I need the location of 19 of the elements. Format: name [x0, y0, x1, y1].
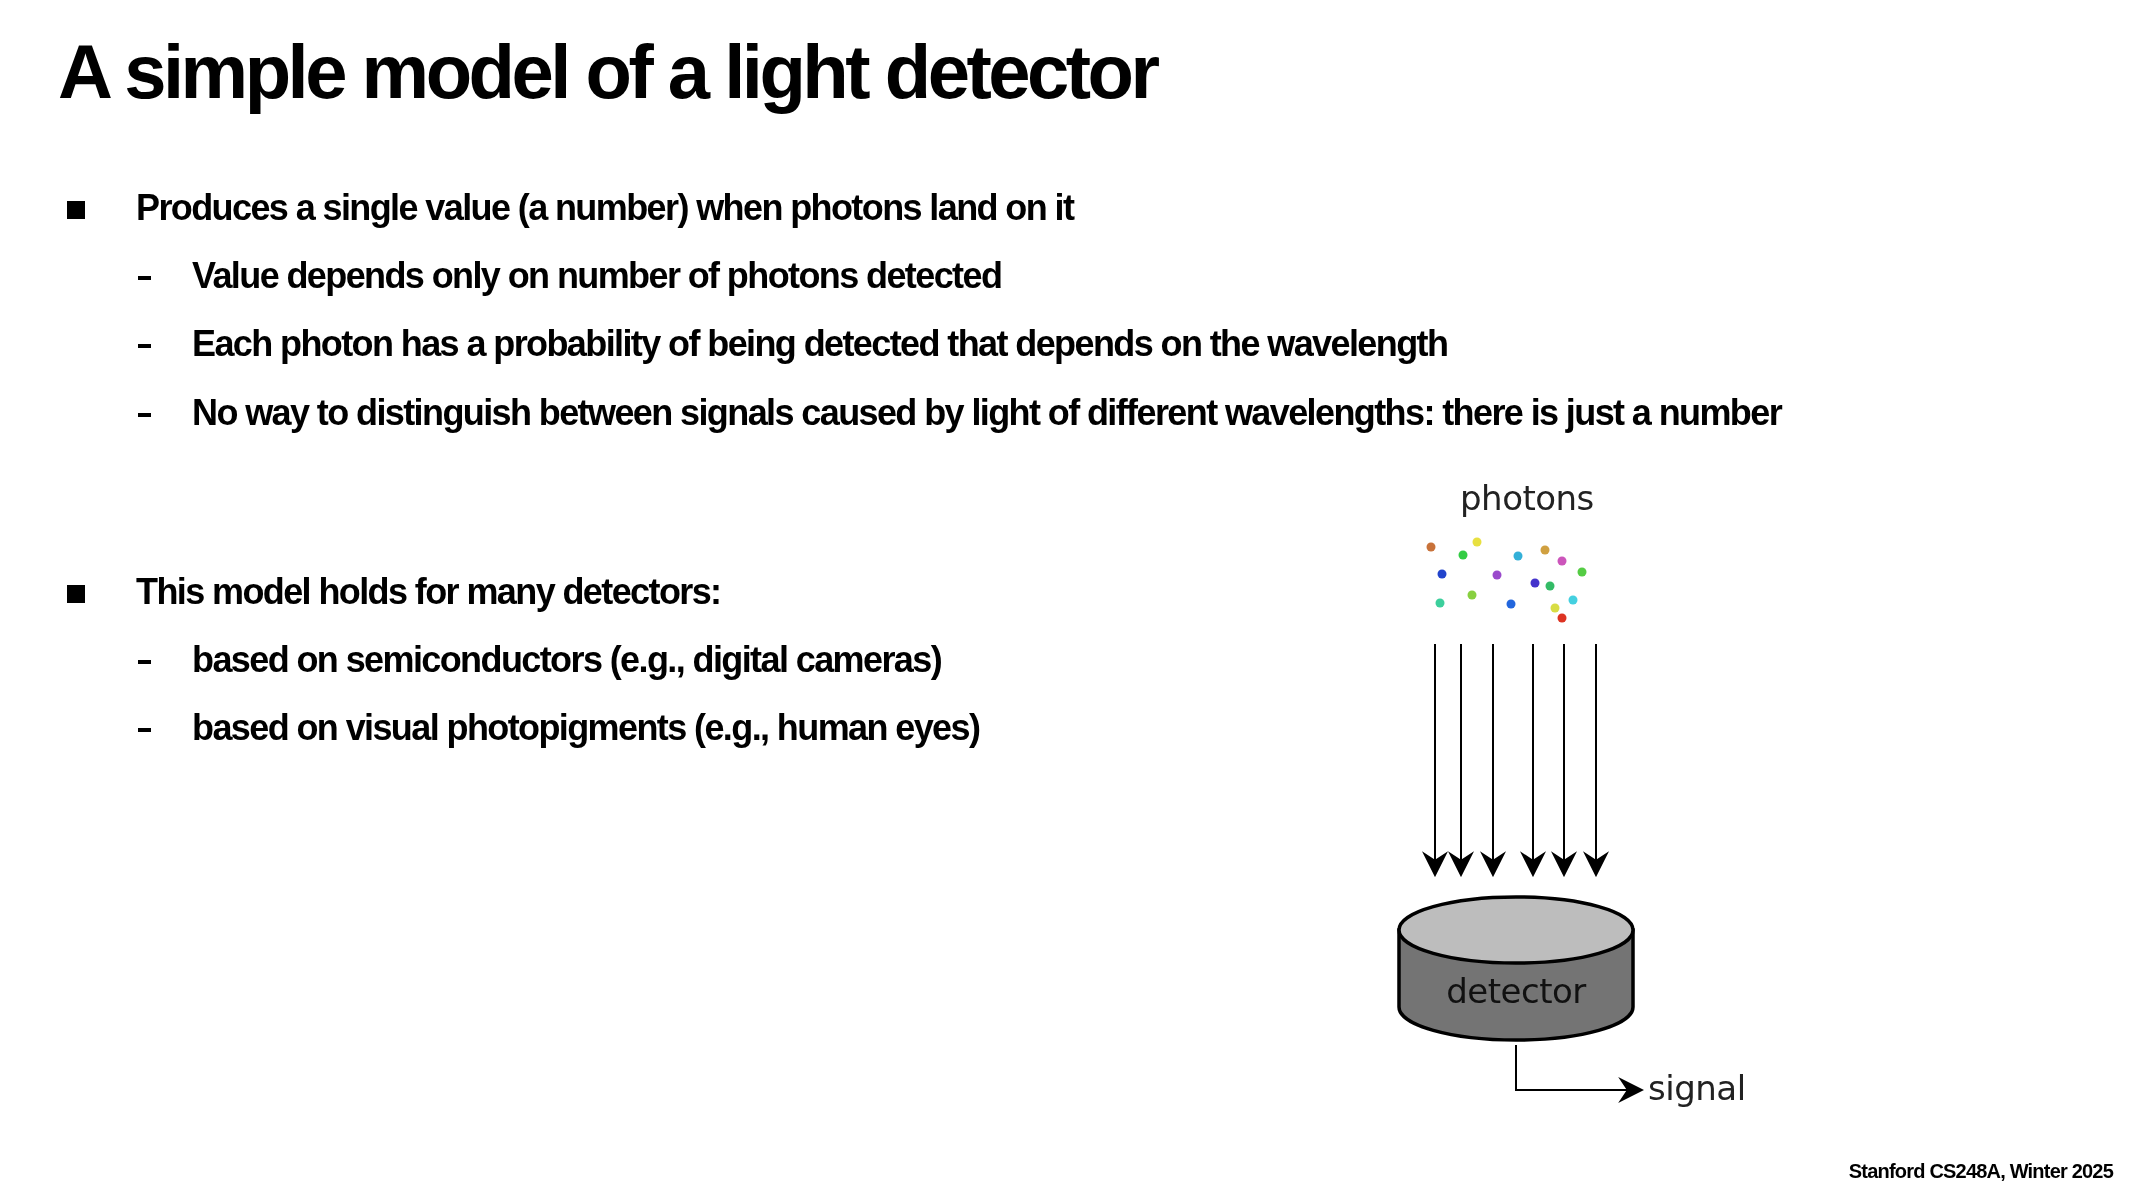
arrow: [1422, 643, 1448, 878]
bullet-text: Produces a single value (a number) when photons land on it: [136, 186, 1074, 230]
bullet-text: based on semiconductors (e.g., digital cameras): [192, 638, 942, 682]
bullet-text: Each photon has a probability of being detected that depends on the wavelength: [192, 322, 1448, 366]
arrow: [1448, 643, 1474, 878]
node-label: detector: [1445, 971, 1588, 1011]
bullet-text: This model holds for many detectors:: [136, 570, 721, 614]
arrow: [1480, 643, 1506, 878]
arrow: [1515, 1044, 1645, 1103]
bullet-text: based on visual photopigments (e.g., human eyes): [192, 706, 980, 750]
bullet-text: No way to distinguish between signals caused by light of different wavelengths: there is just a number: [192, 391, 1782, 435]
node-label: signal: [1648, 1068, 1746, 1108]
slide-title: A simple model of a light detector: [58, 28, 1157, 115]
arrow: [1583, 643, 1609, 878]
node-label: photons: [1460, 478, 1594, 518]
footer-text: Stanford CS248A, Winter 2025: [1848, 1160, 2113, 1183]
arrow: [1551, 643, 1577, 878]
arrow: [1520, 643, 1546, 878]
bullet-text: Value depends only on number of photons detected: [192, 254, 1002, 298]
